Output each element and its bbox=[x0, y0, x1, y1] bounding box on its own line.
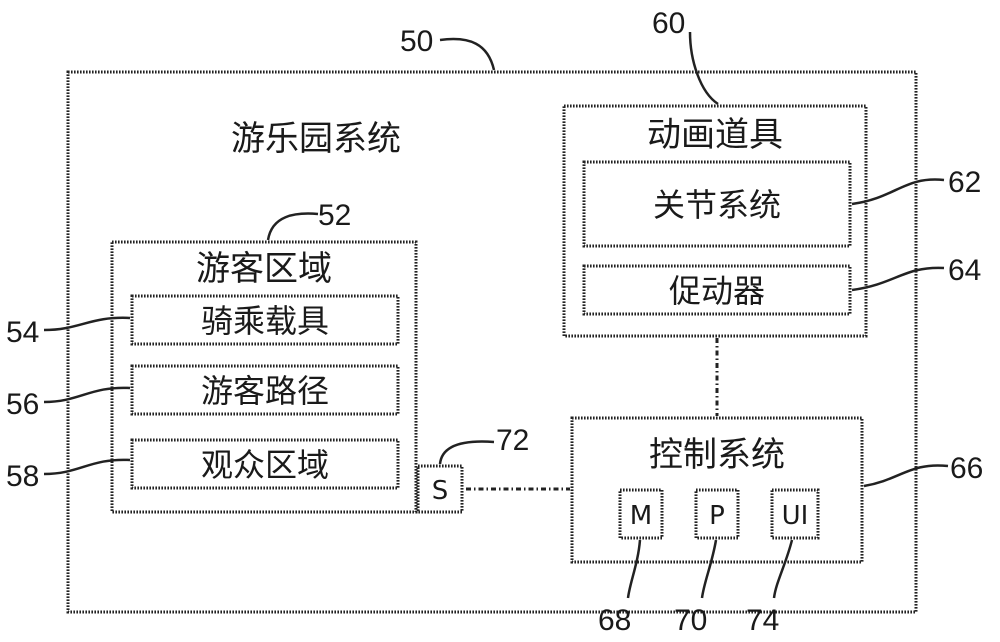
articulation-system-label: 关节系统 bbox=[653, 186, 781, 224]
processor-label: P bbox=[709, 501, 725, 531]
ref-70-number: 70 bbox=[674, 604, 707, 637]
ref-66-number: 66 bbox=[950, 452, 983, 485]
ref-68-number: 68 bbox=[598, 604, 631, 637]
ref-58-number: 58 bbox=[6, 460, 39, 493]
ref-64-number: 64 bbox=[948, 254, 981, 287]
ride-vehicle-label: 骑乘载具 bbox=[201, 302, 329, 340]
ref-72-number: 72 bbox=[496, 424, 529, 457]
ref-74-number: 74 bbox=[746, 604, 779, 637]
ref-50-number: 50 bbox=[400, 25, 433, 58]
sensor-label: S bbox=[432, 476, 449, 506]
animated-prop-title: 动画道具 bbox=[647, 115, 783, 155]
ref-50-leader bbox=[440, 39, 494, 70]
ref-62-number: 62 bbox=[948, 166, 981, 199]
memory-label: M bbox=[630, 501, 652, 531]
guest-area-title: 游客区域 bbox=[196, 249, 332, 289]
ref-56-number: 56 bbox=[6, 388, 39, 421]
guest-path-label: 游客路径 bbox=[201, 372, 329, 410]
ref-52-number: 52 bbox=[318, 199, 351, 232]
amusement-park-system-title: 游乐园系统 bbox=[231, 119, 401, 159]
audience-area-label: 观众区域 bbox=[201, 446, 329, 484]
ref-60-number: 60 bbox=[652, 7, 685, 40]
ref-54-number: 54 bbox=[6, 316, 39, 349]
actuator-label: 促动器 bbox=[669, 272, 765, 310]
user-interface-label: UI bbox=[782, 501, 809, 531]
control-system-title: 控制系统 bbox=[649, 435, 785, 475]
